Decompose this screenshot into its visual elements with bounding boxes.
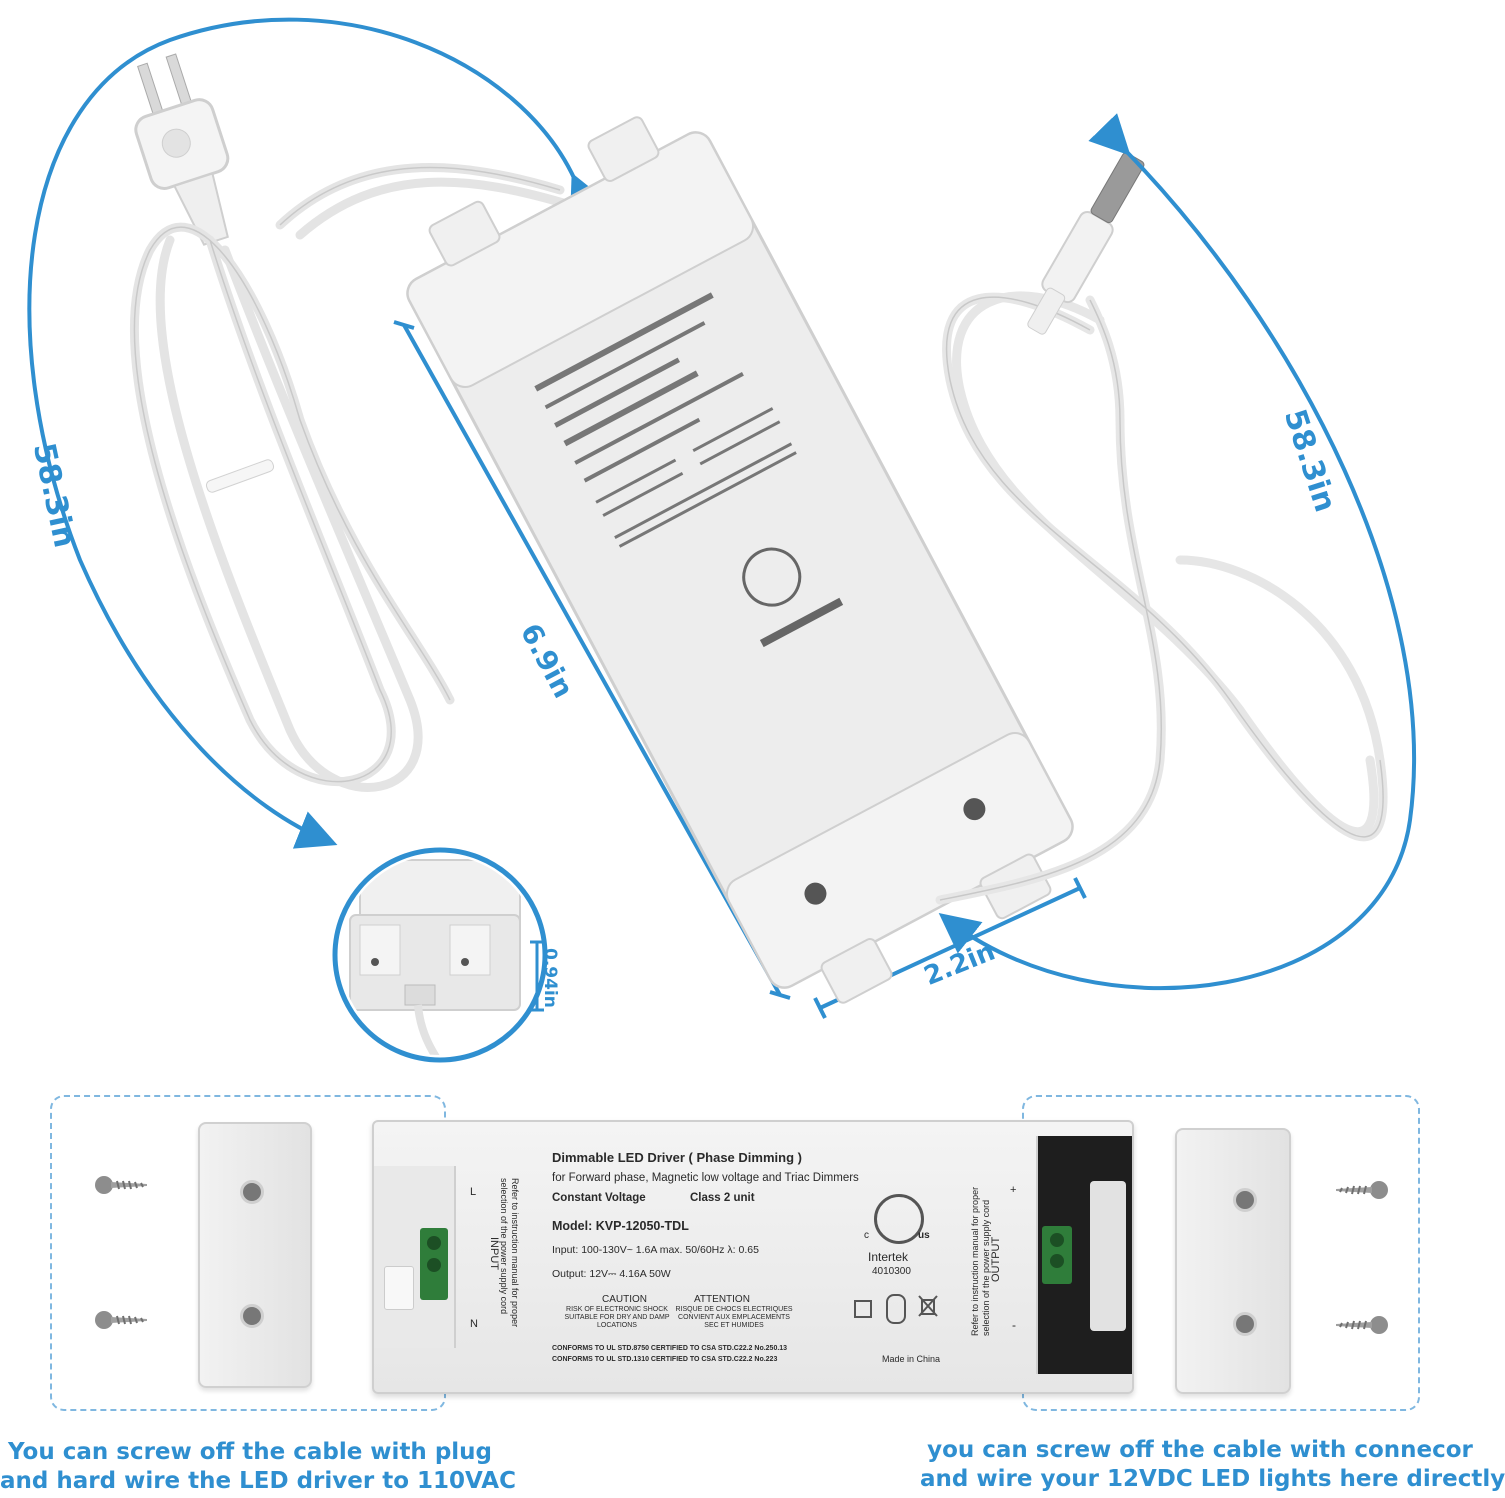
driver-subtitle: for Forward phase, Magnetic low voltage … — [552, 1172, 859, 1184]
etl-certification-icon — [874, 1194, 924, 1244]
cert-c: c — [864, 1230, 869, 1241]
lamp-icon — [886, 1294, 906, 1324]
input-terminal-block[interactable] — [420, 1228, 448, 1300]
screw-icon — [95, 1175, 150, 1195]
constant-voltage: Constant Voltage — [552, 1192, 646, 1204]
output-rating: Output: 12V⎓ 4.16A 50W — [552, 1268, 671, 1280]
input-refer-note: Refer to instruction manual for proper s… — [499, 1178, 520, 1328]
caution-text: RISK OF ELECTRONIC SHOCK SUITABLE FOR DR… — [564, 1306, 670, 1329]
class-2-unit: Class 2 unit — [690, 1192, 755, 1204]
right-caption-line2: and wire your 12VDC LED lights here dire… — [920, 1466, 1505, 1492]
dry-location-icon — [854, 1300, 872, 1318]
right-caption-line1: you can screw off the cable with conneco… — [927, 1437, 1473, 1463]
input-cable-length-arrow — [27, 17, 607, 849]
screw-icon — [95, 1310, 150, 1330]
output-terminal-block[interactable] — [1042, 1226, 1072, 1284]
led-driver-open-view: L N INPUT Refer to instruction manual fo… — [372, 1120, 1134, 1394]
output-terminal-plus: + — [1010, 1184, 1017, 1196]
input-rating: Input: 100-130V~ 1.6A max. 50/60Hz λ: 0.… — [552, 1244, 759, 1256]
cert-brand: Intertek — [868, 1250, 909, 1264]
output-refer-note: Refer to instruction manual for proper s… — [970, 1186, 991, 1336]
cert-us: us — [918, 1230, 930, 1241]
cert-number: 4010300 — [872, 1266, 911, 1277]
left-caption-line1: You can screw off the cable with plug — [8, 1439, 492, 1465]
input-terminal-n: N — [470, 1318, 478, 1330]
ac-plug — [134, 53, 230, 246]
output-terminal-minus: - — [1012, 1318, 1016, 1332]
weee-bin-icon — [918, 1294, 938, 1318]
attention-title: ATTENTION — [694, 1294, 750, 1305]
length-arrow — [402, 324, 782, 996]
screw-icon — [1333, 1180, 1388, 1200]
attention-text: RISQUE DE CHOCS ELECTRIQUES CONVIENT AUX… — [675, 1306, 793, 1329]
output-cable-length-arrow — [938, 113, 1416, 991]
height-label: 0.94in — [540, 948, 560, 1008]
left-caption-line2: and hard wire the LED driver to 110VAC — [0, 1468, 516, 1494]
screw-icon — [1333, 1315, 1388, 1335]
led-driver-body — [406, 116, 1074, 1004]
made-in: Made in China — [882, 1354, 941, 1364]
conformity-2: CONFORMS TO UL STD.1310 CERTIFIED TO CSA… — [552, 1356, 778, 1363]
caution-title: CAUTION — [602, 1294, 647, 1305]
output-end-cap — [1175, 1128, 1291, 1394]
output-terminal-compartment — [1036, 1136, 1132, 1374]
conformity-1: CONFORMS TO UL STD.8750 CERTIFIED TO CSA… — [552, 1345, 788, 1352]
input-end-cap — [198, 1122, 312, 1388]
input-terminal-l: L — [470, 1186, 477, 1198]
output-side-label: OUTPUT — [990, 1236, 1002, 1282]
product-illustration — [27, 17, 1416, 1063]
input-terminal-compartment — [374, 1166, 456, 1348]
model-number: Model: KVP-12050-TDL — [552, 1219, 689, 1233]
driver-title: Dimmable LED Driver ( Phase Dimming ) — [552, 1150, 802, 1165]
height-detail-zoom — [332, 847, 548, 1063]
